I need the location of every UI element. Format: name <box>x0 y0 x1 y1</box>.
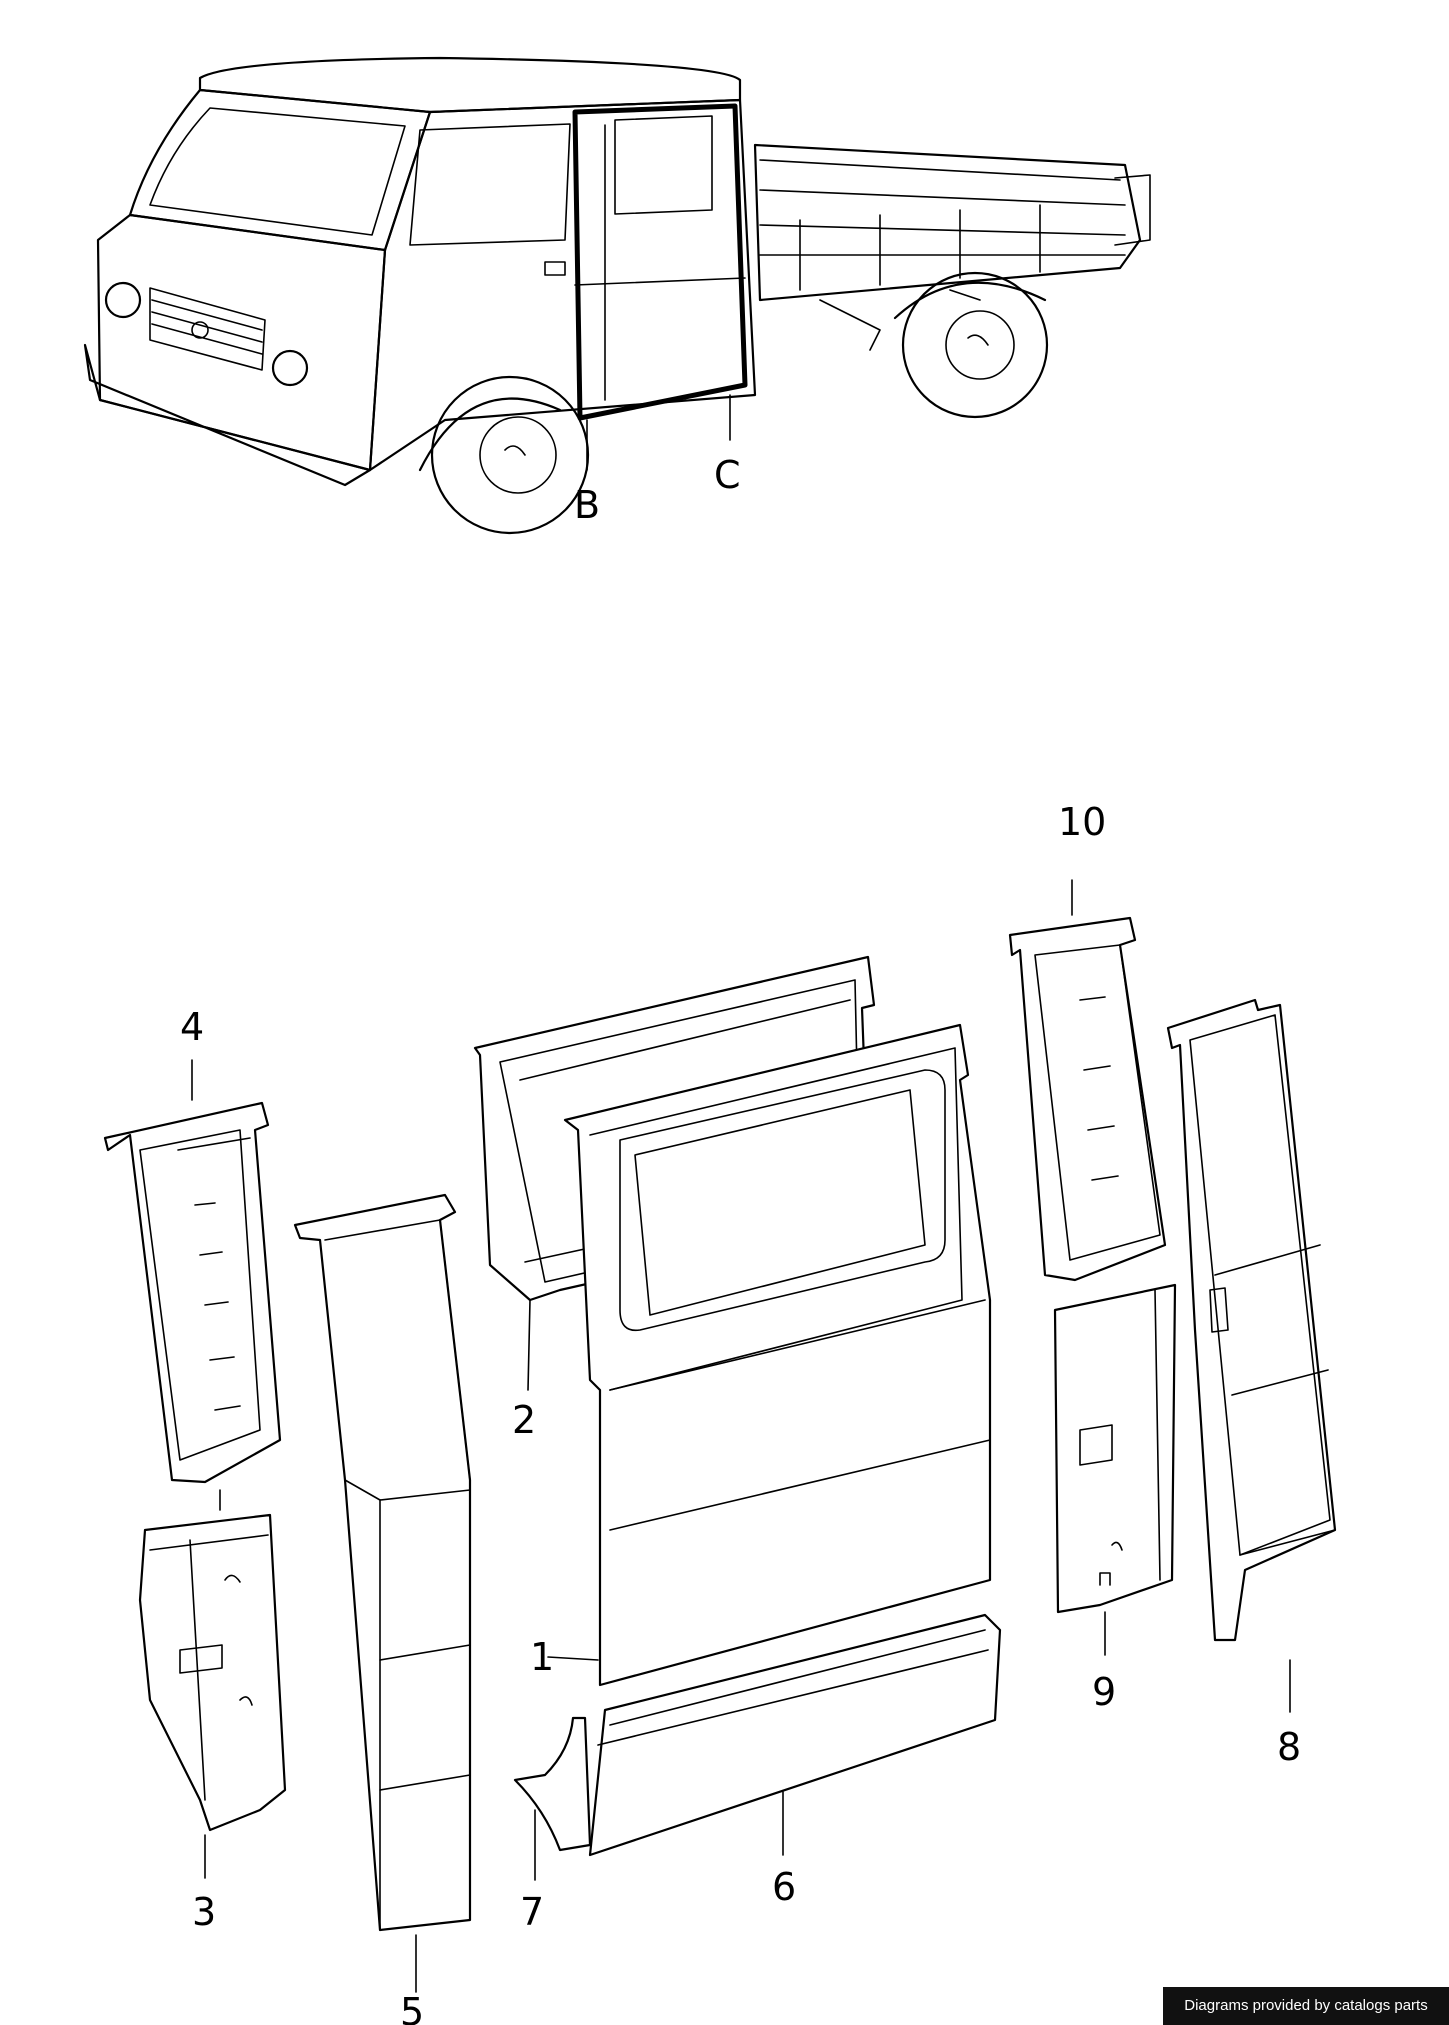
credit-footer: Diagrams provided by catalogs parts <box>1163 1987 1449 2025</box>
part-5-pillar-panel <box>293 1193 472 1993</box>
label-5: 5 <box>400 1990 424 2025</box>
label-1: 1 <box>530 1635 554 1679</box>
part-6-sill <box>588 1613 1002 1857</box>
label-6: 6 <box>772 1865 796 1909</box>
label-8: 8 <box>1277 1725 1301 1769</box>
part-3-pillar-lower <box>138 1513 287 1879</box>
truck-overview: B C <box>83 56 1151 535</box>
part-4-pillar-upper <box>103 1059 282 1511</box>
part-8-rear-corner <box>1166 998 1337 1713</box>
part-1-door-panel: 1 <box>530 1023 992 1687</box>
label-4: 4 <box>180 1005 204 1049</box>
callout-b: B <box>574 483 600 527</box>
label-2: 2 <box>512 1398 536 1442</box>
callout-c: C <box>714 453 741 497</box>
label-7: 7 <box>520 1890 544 1934</box>
part-7-bracket <box>513 1716 592 1881</box>
part-10-rear-pillar <box>1008 879 1167 1282</box>
part-9-rear-pillar-lower <box>1053 1283 1177 1656</box>
label-9: 9 <box>1092 1670 1116 1714</box>
label-10: 10 <box>1058 800 1106 844</box>
label-3: 3 <box>192 1890 216 1934</box>
